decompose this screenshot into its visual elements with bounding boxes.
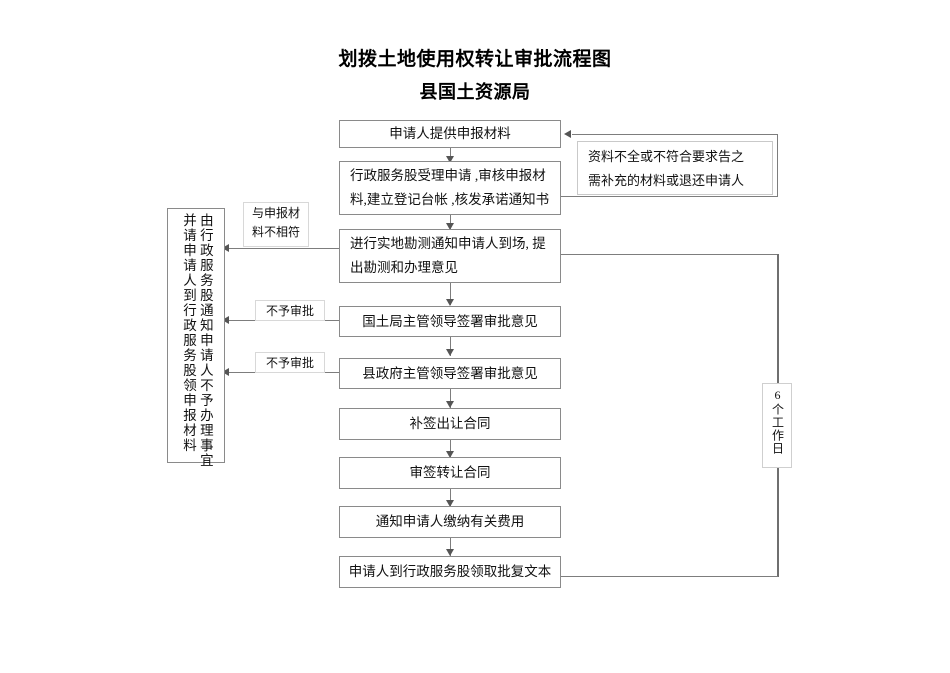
connector-note-to-n1-h bbox=[572, 134, 778, 135]
arrowhead-n5-n6 bbox=[446, 401, 454, 408]
note-line1: 资料不全或不符合要求告之 bbox=[588, 149, 745, 164]
edge-label-no-approval-1: 不予审批 bbox=[255, 300, 325, 321]
process-box-county-gov-approval[interactable]: 县政府主管领导签署审批意见 bbox=[339, 358, 561, 389]
process-box-label: 申请人到行政服务股领取批复文本 bbox=[348, 564, 552, 580]
arrowhead-n5-reject bbox=[222, 368, 229, 376]
process-box-label: 审签转让合同 bbox=[409, 465, 491, 481]
process-box-collect-reply-document[interactable]: 申请人到行政服务股领取批复文本 bbox=[339, 556, 561, 588]
connector-n2-to-note-h bbox=[561, 196, 778, 197]
reject-notice-column-right: 由行政服务股通知申请人不予办理事宜 bbox=[197, 213, 213, 468]
arrowhead-n4-n5 bbox=[446, 349, 454, 356]
arrowhead-n7-n8 bbox=[446, 500, 454, 507]
process-box-accept-application[interactable]: 行政服务股受理申请 ,审核申报材 料,建立登记台帐 ,核发承诺通知书 bbox=[339, 161, 561, 215]
page-title: 划拨土地使用权转让审批流程图 bbox=[338, 49, 612, 70]
process-box-label-line1: 进行实地勘测通知申请人到场, 提 bbox=[350, 236, 546, 252]
reject-notice-box: 由行政服务股通知申请人不予办理事宜 并请申请人到行政服务股领申报材料 bbox=[167, 208, 225, 468]
arrowhead-n4-reject bbox=[222, 316, 229, 324]
connector-n3-right-h bbox=[561, 254, 778, 255]
connector-n4-n5 bbox=[450, 337, 451, 356]
process-box-label: 县政府主管领导签署审批意见 bbox=[362, 365, 538, 381]
arrowhead-n1-n2 bbox=[446, 156, 454, 163]
edge-label-no-approval-2: 不予审批 bbox=[255, 352, 325, 373]
reject-notice-column-left: 并请申请人到行政服务股领申报材料 bbox=[181, 213, 196, 453]
edge-label-mismatch-line2: 料不相符 bbox=[251, 224, 300, 239]
duration-label: 6个工作日 bbox=[770, 388, 785, 455]
connector-n9-right-h bbox=[561, 576, 778, 577]
process-box-label-line1: 行政服务股受理申请 ,审核申报材 bbox=[350, 168, 546, 184]
connector-note-v bbox=[777, 134, 778, 197]
connector-n8-n9 bbox=[450, 538, 451, 556]
arrowhead-note-to-n1 bbox=[564, 130, 571, 138]
process-box-supplement-grant-contract[interactable]: 补签出让合同 bbox=[339, 408, 561, 440]
arrowhead-n6-n7 bbox=[446, 451, 454, 458]
process-box-label: 补签出让合同 bbox=[409, 416, 491, 432]
arrowhead-n8-n9 bbox=[446, 549, 454, 556]
process-box-review-transfer-contract[interactable]: 审签转让合同 bbox=[339, 457, 561, 489]
process-box-label-line2: 出勘测和办理意见 bbox=[350, 260, 458, 275]
connector-n7-n8 bbox=[450, 489, 451, 507]
note-incomplete-materials: 资料不全或不符合要求告之 需补充的材料或退还申请人 bbox=[577, 141, 773, 195]
connector-n3-reject-h bbox=[226, 248, 339, 249]
process-box-submit-materials[interactable]: 申请人提供申报材料 bbox=[339, 120, 561, 148]
connector-n5-n6 bbox=[450, 389, 451, 408]
page-subtitle: 县国土资源局 bbox=[419, 82, 531, 102]
process-box-label: 申请人提供申报材料 bbox=[389, 126, 511, 142]
duration-label-box: 6个工作日 bbox=[762, 383, 792, 468]
process-box-label-line2: 料,建立登记台帐 ,核发承诺通知书 bbox=[350, 192, 550, 207]
connector-n2-n3 bbox=[450, 215, 451, 230]
edge-label-mismatch-line1: 与申报材 bbox=[251, 206, 300, 220]
process-box-label: 通知申请人缴纳有关费用 bbox=[375, 514, 525, 530]
process-box-field-survey[interactable]: 进行实地勘测通知申请人到场, 提 出勘测和办理意见 bbox=[339, 229, 561, 283]
connector-n3-n4 bbox=[450, 283, 451, 305]
arrowhead-n3-n4 bbox=[446, 299, 454, 306]
process-box-label: 国土局主管领导签署审批意见 bbox=[362, 313, 538, 329]
note-line2: 需补充的材料或退还申请人 bbox=[588, 173, 745, 189]
edge-label-mismatch: 与申报材 料不相符 bbox=[243, 202, 309, 247]
process-box-land-bureau-approval[interactable]: 国土局主管领导签署审批意见 bbox=[339, 306, 561, 337]
connector-n1-n2 bbox=[450, 148, 451, 163]
connector-n6-n7 bbox=[450, 440, 451, 458]
arrowhead-n3-reject bbox=[222, 244, 229, 252]
arrowhead-n2-n3 bbox=[446, 223, 454, 230]
process-box-notify-fees[interactable]: 通知申请人缴纳有关费用 bbox=[339, 506, 561, 538]
